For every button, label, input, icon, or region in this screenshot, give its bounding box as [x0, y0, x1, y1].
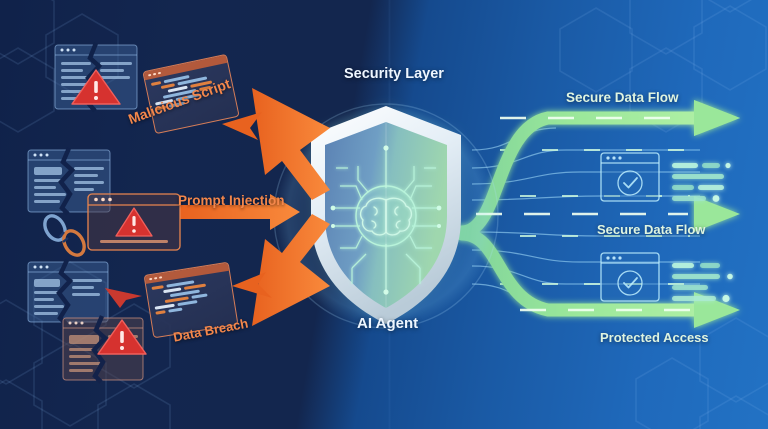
- threat-arrow-middle: [180, 194, 300, 230]
- data-bars-upper: [672, 162, 731, 202]
- verified-card-lower: [600, 252, 660, 302]
- threat-arrow-upper: [252, 88, 330, 200]
- circuit-traces: [334, 150, 438, 290]
- flow-label-top: Secure Data Flow: [566, 90, 679, 105]
- window-dot: [149, 277, 152, 281]
- circuit-fan-dashes: [500, 149, 690, 285]
- center-top-label: Security Layer: [344, 66, 444, 82]
- verified-card-upper: [600, 152, 660, 202]
- broken-chain-upper: [43, 214, 86, 257]
- warning-triangle-bottom: [97, 319, 147, 355]
- cracked-window-middle: [27, 147, 111, 216]
- data-bars-lower: [672, 263, 733, 303]
- center-bottom-label: AI Agent: [357, 315, 419, 332]
- deflected-chevron-lower: [232, 272, 272, 298]
- window-dot: [147, 73, 151, 77]
- warning-triangle-top: [71, 69, 121, 105]
- deflected-dart-lower: [105, 288, 142, 308]
- window-dot: [158, 276, 162, 279]
- threat-label-prompt-injection: Prompt Injection: [178, 193, 285, 208]
- brain-icon: [359, 197, 413, 236]
- cracked-window-lower: [27, 259, 109, 326]
- deflected-chevron-upper: [222, 112, 262, 140]
- window-dot: [157, 71, 161, 75]
- flow-label-middle: Secure Data Flow: [597, 222, 706, 237]
- circuit-nodes: [330, 145, 442, 295]
- window-dot: [153, 276, 157, 280]
- threat-arrow-lower: [252, 214, 330, 326]
- flow-label-bottom: Protected Access: [600, 330, 709, 345]
- window-dot: [152, 72, 156, 76]
- alert-window-prompt-injection: [87, 193, 181, 251]
